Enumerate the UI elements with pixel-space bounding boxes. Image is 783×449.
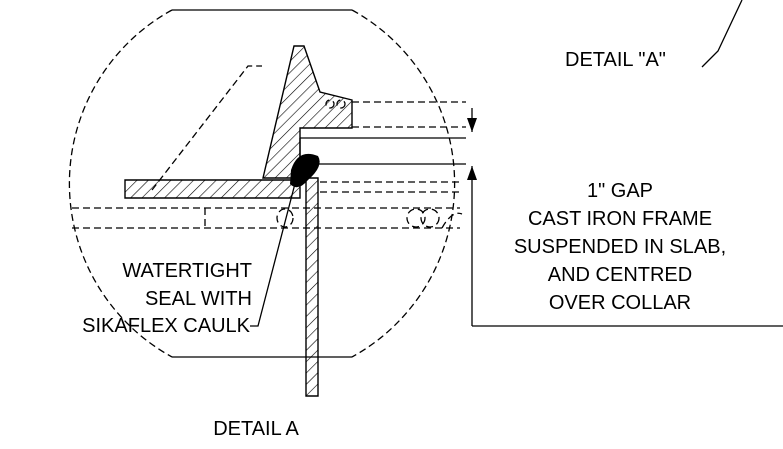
seal-line-2: SEAL WITH bbox=[145, 288, 252, 310]
frame-line-4: OVER COLLAR bbox=[549, 292, 691, 314]
frame-line-3: AND CENTRED bbox=[548, 264, 692, 286]
detail-ref-label: DETAIL "A" bbox=[565, 49, 666, 71]
collar-pipe bbox=[305, 177, 319, 397]
seal-line-3: SIKAFLEX CAULK bbox=[82, 315, 251, 337]
detail-caption: DETAIL A bbox=[213, 418, 299, 440]
slab-outline bbox=[72, 181, 463, 229]
detail-ref-leader bbox=[701, 0, 743, 68]
detail-circle bbox=[68, 9, 456, 358]
frame-seat bbox=[299, 137, 466, 178]
seal-note: WATERTIGHT SEAL WITH SIKAFLEX CAULK bbox=[82, 260, 252, 337]
seal-line-1: WATERTIGHT bbox=[122, 260, 252, 282]
gap-label: 1" GAP bbox=[587, 180, 653, 202]
gap-dimension bbox=[467, 108, 783, 327]
seal-leader bbox=[250, 171, 299, 327]
frame-line-2: SUSPENDED IN SLAB, bbox=[514, 236, 726, 258]
frame-note: 1" GAP CAST IRON FRAME SUSPENDED IN SLAB… bbox=[514, 180, 726, 314]
caulk-seal bbox=[290, 153, 320, 188]
frame-line-1: CAST IRON FRAME bbox=[528, 208, 712, 230]
cast-iron-frame bbox=[124, 45, 353, 199]
